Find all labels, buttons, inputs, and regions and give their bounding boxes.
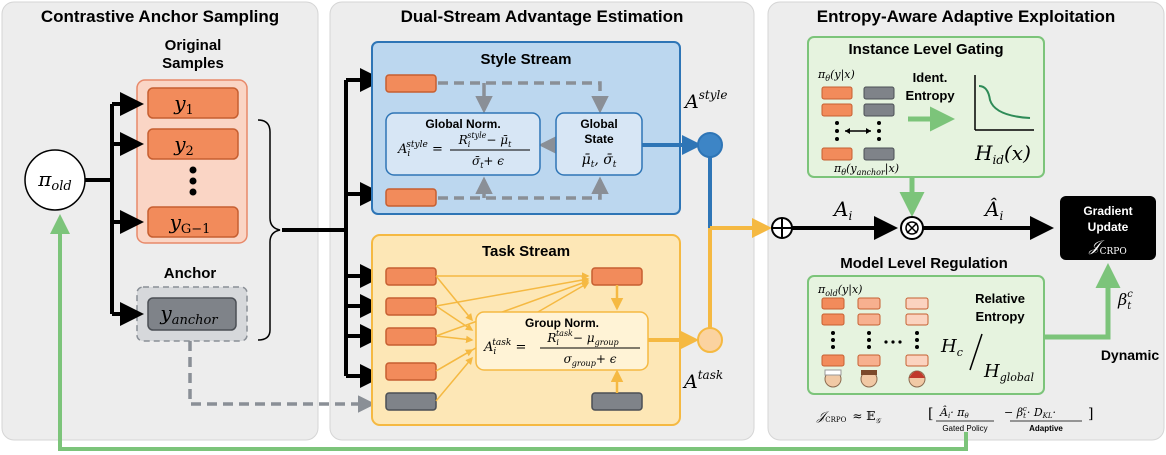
- global-norm-numerator: Ristyle− μ̄t: [458, 131, 512, 149]
- svg-text:yG−1: yG−1: [169, 210, 211, 237]
- a-task-label: Atask: [682, 368, 723, 393]
- samples-group: [136, 79, 248, 244]
- gating-title: Instance Level Gating: [848, 41, 1003, 58]
- style-sample-bottom: [385, 188, 437, 207]
- panel-right-title: Entropy-Aware Adaptive Exploitation: [817, 7, 1116, 26]
- global-state-box: Global State μ̄t, σ̄t: [555, 112, 643, 176]
- task-mesh-arrows: [435, 272, 624, 402]
- sample-y1: y1: [147, 87, 239, 119]
- group-norm-title: Group Norm.: [525, 316, 599, 330]
- regulation-token-grid: [821, 297, 929, 367]
- a-style-label: Astyle: [683, 88, 727, 113]
- anchor-policy-label: πθ(yanchor|x): [833, 162, 899, 177]
- global-norm-lhs: Aistyle =: [397, 140, 443, 159]
- relative-label-line2: Entropy: [975, 309, 1025, 324]
- ident-label-line2: Entropy: [905, 88, 955, 103]
- ahat-label: Âi: [983, 197, 1003, 223]
- formula-bracket-left: [: [928, 406, 933, 422]
- global-state-line2: State: [584, 132, 614, 146]
- hglobal-label: Hglobal: [983, 361, 1034, 384]
- product-node: [900, 216, 924, 240]
- beta-label: βtc: [1117, 289, 1133, 312]
- hid-label: Hid(x): [974, 141, 1031, 167]
- formula-term2: − βtc· DKL·: [1004, 405, 1056, 420]
- task-stream-title: Task Stream: [482, 243, 570, 260]
- anchor-label: Anchor: [164, 265, 217, 282]
- task-samples: [385, 267, 643, 411]
- anchor-to-task-arrow: [188, 341, 376, 413]
- gating-token-grid: [821, 86, 895, 161]
- regulation-to-update-arrow: [1044, 263, 1121, 340]
- gradient-label-line1: Gradient: [1083, 204, 1132, 218]
- style-output-node: [697, 132, 723, 158]
- hc-label: Hc: [940, 336, 963, 359]
- style-stream-title: Style Stream: [481, 51, 572, 68]
- group-norm-denominator: σgroup+ ϵ: [564, 352, 617, 368]
- task-output-node: [697, 327, 723, 353]
- svg-text:y1: y1: [173, 91, 194, 118]
- ellipsis-dots: [189, 166, 197, 196]
- svg-text:πold: πold: [37, 167, 71, 194]
- formula-under-gated: Gated Policy: [942, 424, 987, 433]
- formula-bracket-right: ]: [1088, 406, 1093, 422]
- formula-term1: Âi· πθ: [939, 405, 969, 420]
- original-samples-label-line1: Original: [165, 37, 222, 54]
- svg-text:y2: y2: [173, 132, 194, 159]
- sample-yG-1: yG−1: [147, 206, 239, 238]
- original-samples-label-line2: Samples: [162, 55, 224, 72]
- gradient-update-box: Gradient Update 𝒥CRPO: [1060, 196, 1156, 260]
- style-dashed-flow: [438, 81, 609, 200]
- feedback-loop-arrow: [50, 214, 968, 451]
- instance-gating-box: Instance Level Gating: [807, 36, 1045, 178]
- formula-under-adaptive: Adaptive: [1029, 424, 1063, 433]
- sample-y2: y2: [147, 128, 239, 160]
- sampling-arrows: [85, 92, 144, 326]
- global-norm-denominator: σ̄t+ ϵ: [472, 154, 504, 170]
- objective-formula: 𝒥CRPO≈ 𝔼𝒢 [ Âi· πθ − βtc· DKL· Gated Pol…: [816, 405, 1093, 433]
- regulation-title: Model Level Regulation: [840, 255, 1008, 272]
- global-norm-title: Global Norm.: [425, 117, 500, 131]
- policy-old-node: πold: [24, 149, 86, 211]
- global-state-values: μ̄t, σ̄t: [582, 152, 617, 170]
- relative-label-line1: Relative: [975, 291, 1025, 306]
- model-avatar-icons: [824, 369, 926, 388]
- group-norm-lhs: Aitask =: [483, 338, 526, 357]
- svg-text:yanchor: yanchor: [159, 301, 218, 328]
- regulation-policy-label: πold(y|x): [817, 283, 862, 298]
- gating-policy-label: πθ(y|x): [817, 68, 855, 83]
- entropy-ratio-slash: [969, 333, 983, 371]
- dynamic-label: Dynamic: [1101, 347, 1160, 363]
- ai-label: Ai: [832, 197, 852, 223]
- ident-label-line1: Ident.: [913, 70, 948, 85]
- samples-brace: [257, 119, 281, 341]
- entropy-curve-icon: [974, 75, 1034, 131]
- global-state-line1: Global: [580, 117, 617, 131]
- group-norm-box: Group Norm. Aitask = Ritask− μgroup σgro…: [475, 311, 649, 371]
- panel-left-title: Contrastive Anchor Sampling: [41, 7, 279, 26]
- global-norm-box: Global Norm. Aistyle = Ristyle− μ̄t σ̄t+…: [385, 112, 541, 176]
- group-norm-numerator: Ritask− μgroup: [546, 329, 618, 347]
- anchor-sample: yanchor: [147, 297, 237, 331]
- sum-node: [771, 217, 793, 239]
- style-sample-top: [385, 74, 437, 93]
- panel-middle-title: Dual-Stream Advantage Estimation: [401, 7, 684, 26]
- gradient-label-line2: Update: [1088, 220, 1129, 234]
